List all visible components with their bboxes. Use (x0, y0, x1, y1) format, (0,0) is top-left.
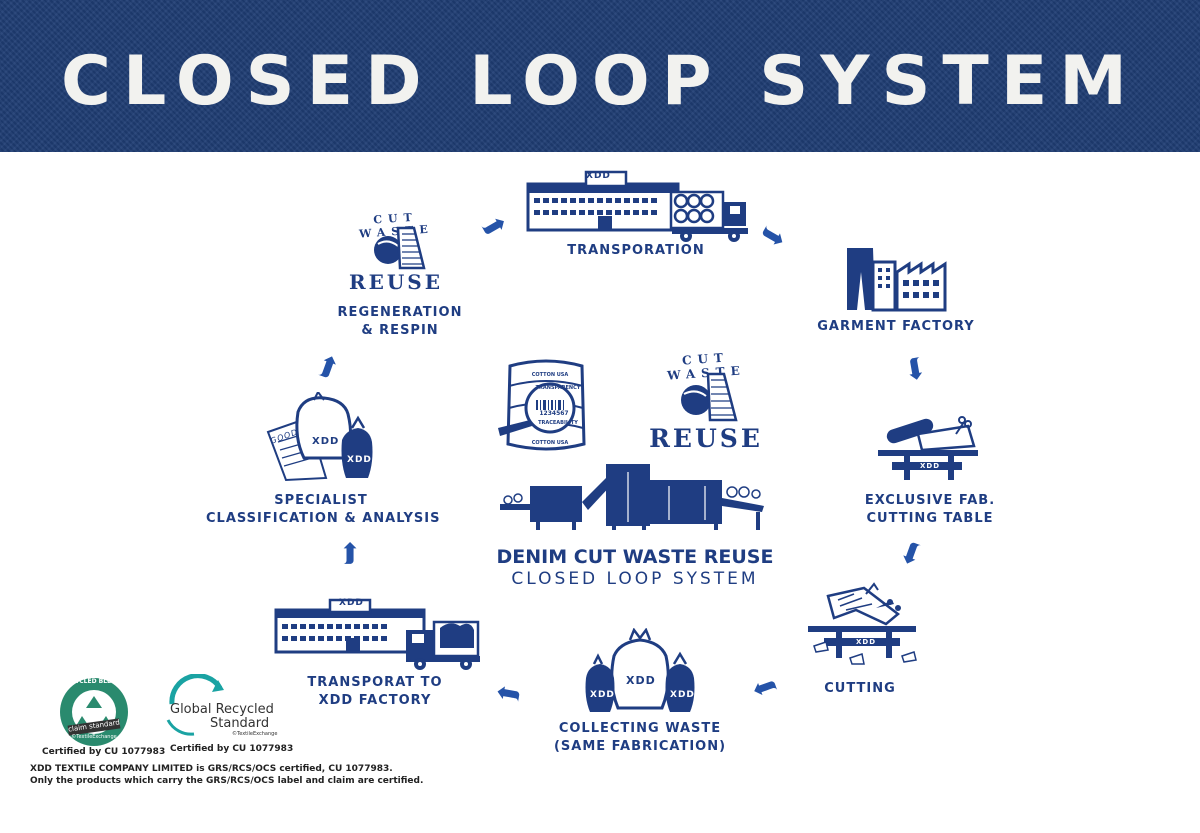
rcs-sub-text: ©TextileExchange (71, 734, 117, 740)
xdd-brand-text: XDD (626, 674, 656, 687)
center-subtitle: CLOSED LOOP SYSTEM (511, 569, 759, 589)
step-transportation-label: TRANSPORATION (567, 243, 705, 258)
step-regeneration-label: REGENERATION & RESPIN (330, 304, 470, 340)
xdd-brand-text: XDD (590, 690, 615, 700)
collecting-line2: (SAME FABRICATION) (553, 739, 727, 754)
waste-bags-icon (585, 628, 695, 712)
flow-arrow-icon: ➥ (307, 349, 349, 385)
center-title: DENIM CUT WASTE REUSE (496, 546, 774, 568)
cutting-table-icon (878, 416, 978, 480)
xdd-brand-text: XDD (312, 436, 340, 447)
bale-bottom-text: COTTON USA (531, 440, 569, 446)
factory-waste-truck-icon (274, 598, 480, 670)
transport-xdd-line1: TRANSPORAT TO (307, 675, 443, 690)
step-garment-factory-label: GARMENT FACTORY (817, 319, 975, 334)
yarn-cone-icon (681, 372, 738, 422)
header-banner (0, 0, 1200, 152)
cutting-table-line2: CUTTING TABLE (866, 511, 994, 526)
step-classification-label: SPECIALIST CLASSIFICATION & ANALYSIS (206, 492, 441, 528)
grs-sub-text: ©TextileExchange (232, 731, 278, 737)
cotton-bale-icon (498, 359, 586, 451)
flow-arrow-icon: ➥ (890, 535, 932, 571)
collecting-line1: COLLECTING WASTE (558, 721, 722, 736)
bale-barcode-number: 1234567 (539, 410, 569, 417)
grs-title-line2: Standard (210, 716, 270, 731)
recycling-machine-icon (500, 464, 764, 530)
global-recycled-standard-logo-icon (166, 674, 224, 736)
xdd-brand-text: XDD (670, 690, 695, 700)
step-cutting-table-label: EXCLUSIVE FAB. CUTTING TABLE (850, 492, 1010, 528)
page-title: CLOSED LOOP SYSTEM (61, 42, 1139, 121)
bale-ring-text-2: TRACEABILITY (538, 420, 578, 426)
bale-top-text: COTTON USA (531, 372, 569, 378)
flow-arrow-icon: ➥ (493, 674, 524, 713)
xdd-brand-text: XDD (339, 598, 364, 608)
yarn-cone-icon (374, 226, 426, 270)
step-transport-xdd-label: TRANSPORAT TO XDD FACTORY (300, 674, 450, 710)
footer-line1: XDD TEXTILE COMPANY LIMITED is GRS/RCS/O… (30, 764, 393, 774)
bale-ring-text-1: TRANSPARENCY (535, 385, 581, 391)
flow-arrow-icon: ➥ (895, 353, 935, 385)
flow-arrow-icon: ➥ (474, 205, 514, 249)
classification-icon (266, 392, 373, 482)
footer-line2: Only the products which carry the GRS/RC… (30, 776, 424, 786)
classification-line2: CLASSIFICATION & ANALYSIS (206, 511, 441, 526)
garment-factory-icon (847, 248, 947, 312)
classification-line1: SPECIALIST (274, 493, 368, 508)
reuse-badge-word: REUSE (349, 270, 443, 294)
cutting-icon (808, 582, 917, 665)
step-cutting-label: CUTTING (824, 681, 896, 696)
flow-arrow-icon: ➥ (753, 215, 793, 259)
xdd-brand-text: XDD (856, 638, 877, 646)
xdd-brand-text: XDD (586, 171, 611, 181)
flow-arrow-icon: ➥ (746, 666, 783, 709)
xdd-brand-text: XDD (347, 455, 372, 465)
recycled-claim-standard-logo-icon (60, 678, 128, 746)
grs-title-line1: Global Recycled (170, 702, 274, 717)
rcs-certified-caption: Certified by CU 1077983 (42, 747, 166, 757)
regeneration-line2: & RESPIN (361, 323, 439, 338)
grs-certified-caption: Certified by CU 1077983 (170, 744, 294, 754)
transport-xdd-line2: XDD FACTORY (318, 693, 432, 708)
cutting-table-line1: EXCLUSIVE FAB. (864, 493, 996, 508)
rcs-arc-text: RECYCLED BLENDED (62, 678, 131, 685)
flow-arrow-icon: ➥ (332, 540, 368, 566)
factory-truck-icon (526, 170, 748, 242)
step-collecting-label: COLLECTING WASTE (SAME FABRICATION) (552, 720, 728, 756)
reuse-badge-word: REUSE (649, 424, 763, 453)
regeneration-line1: REGENERATION (337, 305, 463, 320)
xdd-brand-text: XDD (920, 462, 941, 470)
